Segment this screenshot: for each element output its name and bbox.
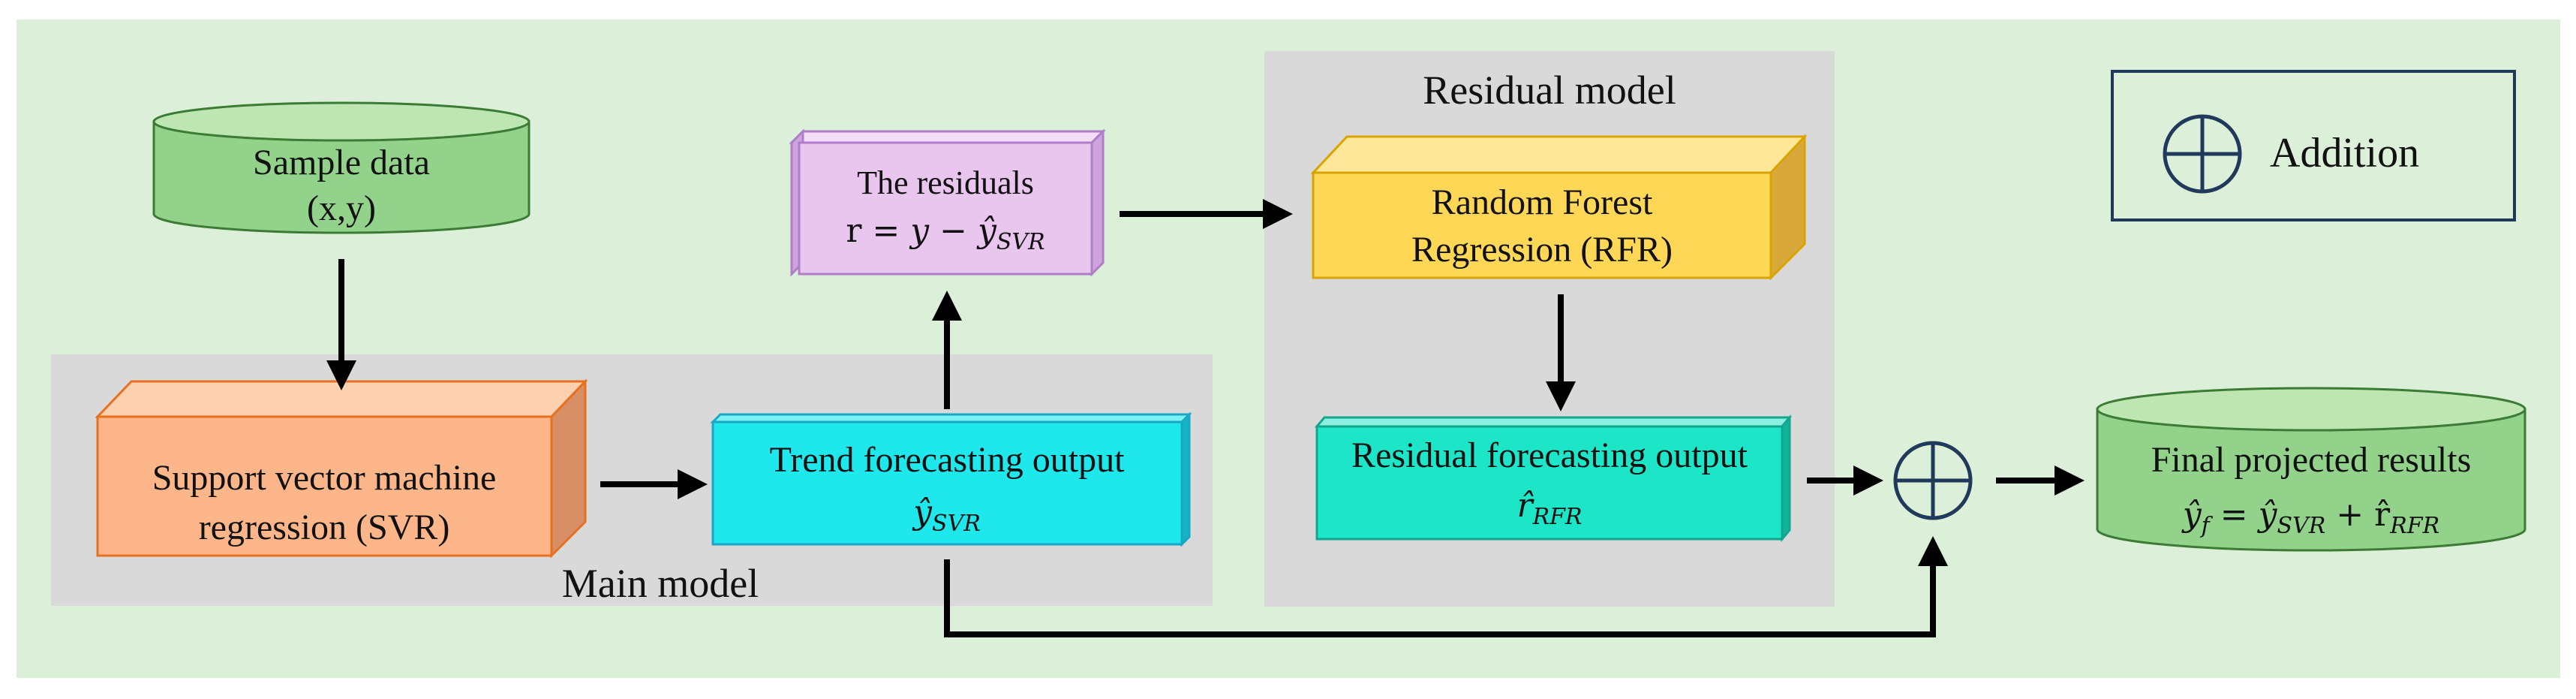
residuals-formula: r = y − ŷSVR (846, 212, 1045, 255)
svr-line2: regression (SVR) (199, 508, 450, 547)
trend-line1: Trend forecasting output (770, 440, 1125, 480)
residual-model-label: Residual model (1423, 68, 1676, 113)
final-formula: ŷf = ŷSVR + r̂RFR (2181, 496, 2439, 539)
rfr-line1: Random Forest (1432, 182, 1653, 222)
main-model-label: Main model (562, 561, 759, 606)
svr-node: Support vector machine regression (SVR) (95, 378, 588, 559)
residual-forecast-line1: Residual forecasting output (1351, 435, 1748, 475)
addition-legend-icon (2163, 114, 2242, 194)
sample-data-line2: (x,y) (307, 188, 376, 228)
trend-formula: ŷSVR (912, 493, 981, 537)
rfr-line2: Regression (RFR) (1411, 230, 1673, 270)
svr-line1: Support vector machine (152, 458, 497, 498)
final-results-node: Final projected results ŷf = ŷSVR + r̂RF… (2096, 387, 2526, 552)
legend-label: Addition (2270, 130, 2419, 176)
rfr-node: Random Forest Regression (RFR) (1310, 134, 1808, 281)
legend: Addition (2111, 70, 2516, 221)
trend-forecast-node: Trend forecasting output ŷSVR (710, 411, 1192, 547)
residuals-node: The residuals r = y − ŷSVR (789, 128, 1106, 277)
arrow-trend-to-addition (944, 536, 1948, 637)
sample-data-node: Sample data (x,y) (152, 101, 531, 234)
sample-data-line1: Sample data (253, 143, 430, 182)
final-line1: Final projected results (2151, 440, 2472, 480)
residuals-line1: The residuals (857, 164, 1034, 201)
residual-forecast-node: Residual forecasting output r̂RFR (1314, 414, 1793, 543)
legend-border (2111, 70, 2516, 221)
flow-arrows (326, 199, 2085, 637)
addition-icon (1893, 441, 1973, 520)
residual-forecast-formula: r̂RFR (1516, 487, 1582, 530)
